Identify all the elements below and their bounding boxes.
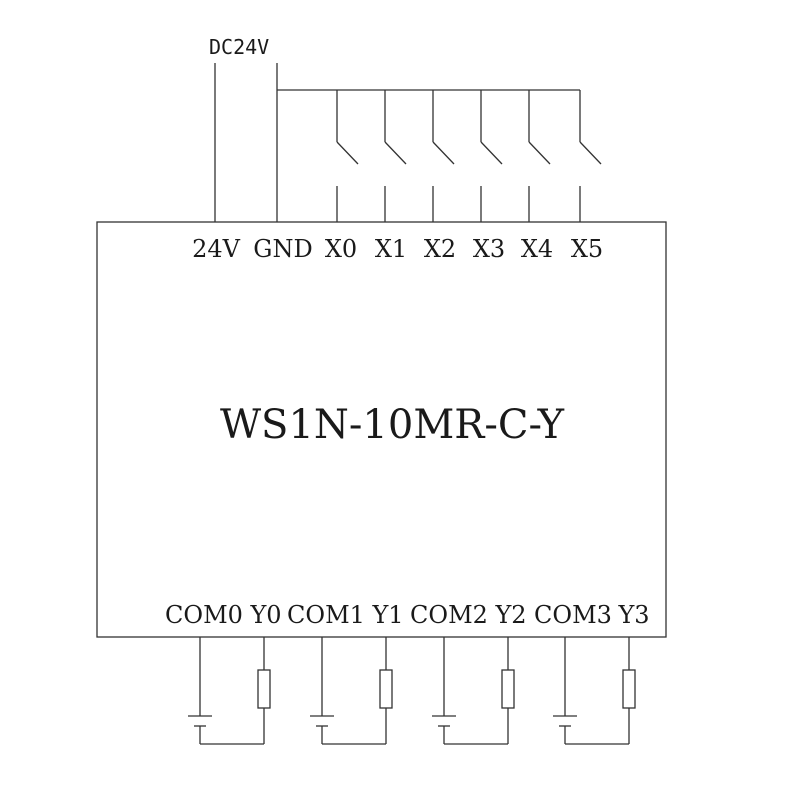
load-resistor <box>501 669 515 709</box>
switch-x1 <box>384 90 407 222</box>
output-circuit-0 <box>188 637 271 745</box>
model-name: WS1N-10MR-C-Y <box>220 402 565 448</box>
terminal-x4: X4 <box>521 235 553 263</box>
output-circuit-1 <box>310 637 393 745</box>
load-resistor <box>257 669 271 709</box>
switch-x4 <box>528 90 551 222</box>
output-circuit-2 <box>432 637 515 745</box>
switch-x3 <box>480 90 503 222</box>
terminal-com3: COM3 <box>534 601 612 629</box>
terminal-com2: COM2 <box>410 601 488 629</box>
terminal-y2: Y2 <box>494 601 526 629</box>
switch-x0 <box>336 90 359 222</box>
terminal-x1: X1 <box>375 235 407 263</box>
load-resistor <box>622 669 636 709</box>
output-circuit-3 <box>553 637 636 745</box>
terminal-24v: 24V <box>192 235 241 263</box>
terminal-com1: COM1 <box>287 601 365 629</box>
terminal-x0: X0 <box>325 235 357 263</box>
load-resistor <box>379 669 393 709</box>
switch-x5 <box>579 90 602 222</box>
terminal-y1: Y1 <box>371 601 403 629</box>
plc-body <box>96 221 667 638</box>
terminal-x5: X5 <box>571 235 603 263</box>
terminal-com0: COM0 <box>165 601 243 629</box>
terminal-y0: Y0 <box>249 601 281 629</box>
terminal-gnd: GND <box>253 235 312 263</box>
terminal-x2: X2 <box>424 235 456 263</box>
supply-label: DC24V <box>209 35 269 59</box>
terminal-x3: X3 <box>473 235 505 263</box>
switch-x2 <box>432 90 455 222</box>
terminal-y3: Y3 <box>617 601 649 629</box>
